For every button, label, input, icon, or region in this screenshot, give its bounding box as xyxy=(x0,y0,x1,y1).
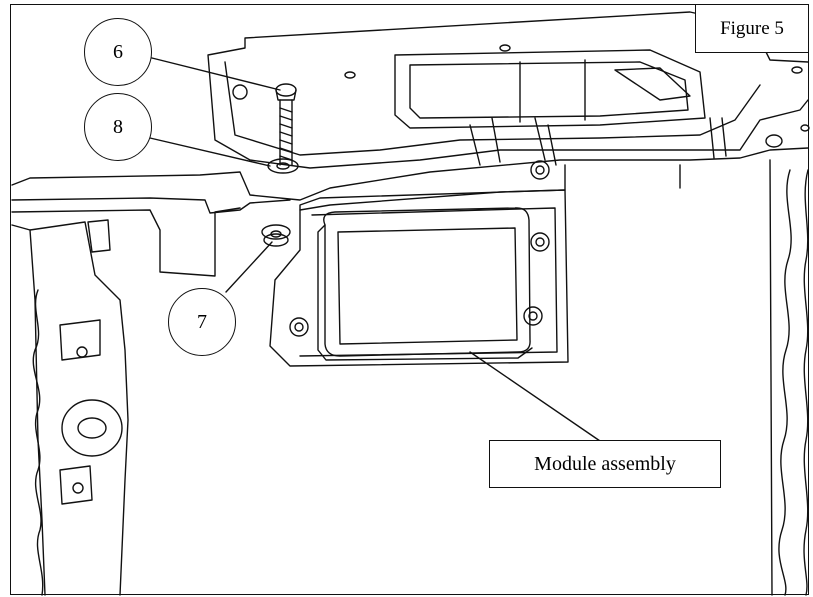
left-rail-boss-hole xyxy=(77,417,107,439)
callout-7: 7 xyxy=(168,288,236,356)
right-rail-inner xyxy=(803,169,809,596)
cross-beam-lower xyxy=(299,164,681,211)
module-bolt-bottom-left xyxy=(289,317,309,337)
module-bolt-top-right xyxy=(530,232,550,252)
nut-7 xyxy=(261,224,291,247)
left-rail-boss xyxy=(61,399,123,457)
tray-hole-1 xyxy=(344,71,356,79)
left-rail-lower-clip xyxy=(59,465,93,505)
leader-7 xyxy=(225,241,273,293)
left-rail-inner xyxy=(29,221,129,596)
module-bolt-bottom-right xyxy=(523,306,543,326)
tray-hole-3 xyxy=(791,66,803,74)
module-housing-edge xyxy=(317,224,533,361)
tray-hole-5 xyxy=(800,124,810,132)
module-housing-inner xyxy=(337,227,518,345)
figure-label: Figure 5 xyxy=(695,5,808,53)
cross-beam xyxy=(11,147,809,277)
right-rail-outer xyxy=(778,169,792,596)
module-bolt-bottom-right-inner xyxy=(528,311,538,321)
module-assembly-label: Module assembly xyxy=(489,440,721,488)
callout-6: 6 xyxy=(84,18,152,86)
leader-module xyxy=(469,351,601,442)
module-mount-plate xyxy=(269,189,569,367)
left-rail-wave xyxy=(32,289,44,596)
screw-6 xyxy=(275,83,297,166)
tray-clips xyxy=(469,117,727,166)
module-housing xyxy=(323,207,531,357)
left-rail-outer xyxy=(11,224,46,596)
tray-bump xyxy=(614,67,691,101)
tray-hole-2 xyxy=(499,44,511,52)
bracket-hole-left xyxy=(232,84,248,100)
right-rail-wall xyxy=(769,159,773,596)
left-rail-lower-pin xyxy=(72,482,84,494)
tray-rib xyxy=(519,59,586,123)
module-bolt-bottom-left-inner xyxy=(294,322,304,332)
figure-frame xyxy=(10,4,809,595)
tray-bolt xyxy=(530,160,550,180)
callout-8: 8 xyxy=(84,93,152,161)
module-bolt-top-right-inner xyxy=(535,237,545,247)
leader-6 xyxy=(151,57,281,91)
tray-hole-4 xyxy=(765,134,783,148)
left-rail-slot xyxy=(87,219,111,253)
tray-recess-inner xyxy=(409,61,689,119)
tray-recess xyxy=(394,49,706,129)
left-rail-pin xyxy=(76,346,88,358)
tray-bolt-inner xyxy=(535,165,545,175)
left-rail-clip xyxy=(59,319,101,361)
upper-bracket-inner xyxy=(224,61,761,156)
leader-8 xyxy=(149,137,271,167)
